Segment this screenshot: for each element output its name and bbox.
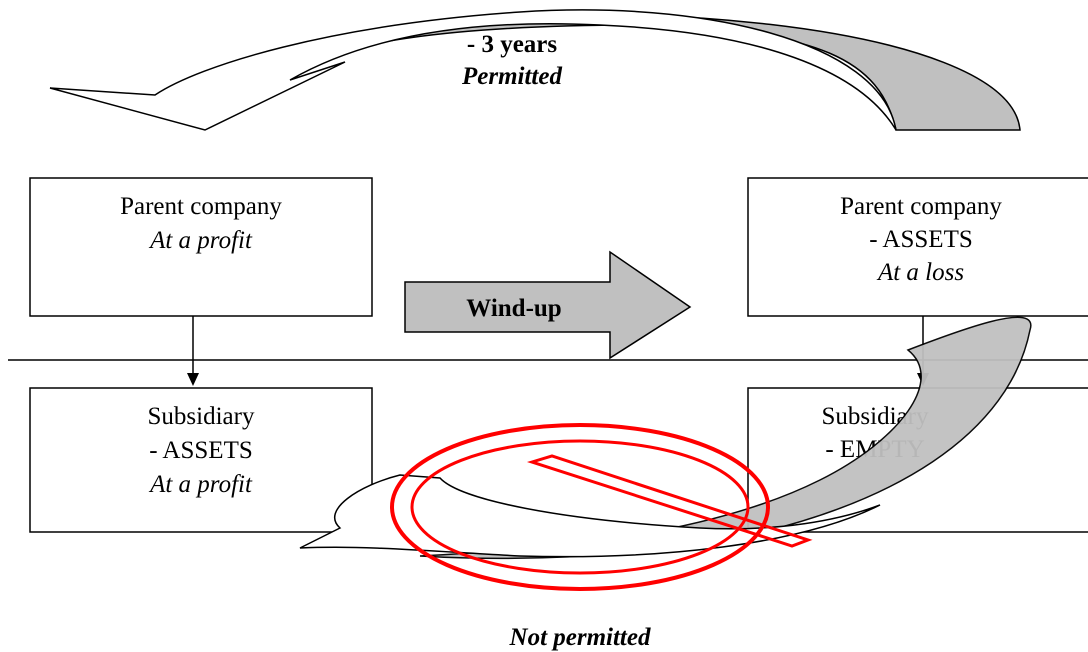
wind-up-arrow: Wind-up <box>404 250 692 360</box>
block-arrow-icon <box>404 250 692 360</box>
prohibition-icon <box>390 423 813 591</box>
top-arrow-status: Permitted <box>461 63 562 90</box>
top-curved-arrow-body-icon <box>49 9 897 131</box>
parent-company-right-box: Parent company - ASSETS At a loss <box>747 177 1088 317</box>
bottom-curved-arrow <box>299 316 1032 560</box>
parent-right-status: At a loss <box>876 259 964 286</box>
subsidiary-left-status: At a profit <box>148 471 253 498</box>
wind-up-label: Wind-up <box>466 295 561 322</box>
top-arrow-duration: - 3 years <box>467 31 558 58</box>
not-permitted-caption: Not permitted <box>509 624 651 651</box>
left-connector-arrow <box>187 316 199 386</box>
subsidiary-left-assets: - ASSETS <box>149 437 253 464</box>
parent-left-status: At a profit <box>148 227 253 254</box>
bottom-curved-arrow-body-icon <box>299 474 881 558</box>
top-curved-arrow: - 3 years Permitted <box>49 9 1021 131</box>
parent-company-left-box: Parent company At a profit <box>29 177 373 317</box>
parent-right-assets: - ASSETS <box>869 226 973 253</box>
parent-left-title: Parent company <box>120 193 282 220</box>
parent-right-title: Parent company <box>840 193 1002 220</box>
subsidiary-left-title: Subsidiary <box>148 403 255 430</box>
subsidiary-left-box: Subsidiary - ASSETS At a profit <box>29 387 373 533</box>
